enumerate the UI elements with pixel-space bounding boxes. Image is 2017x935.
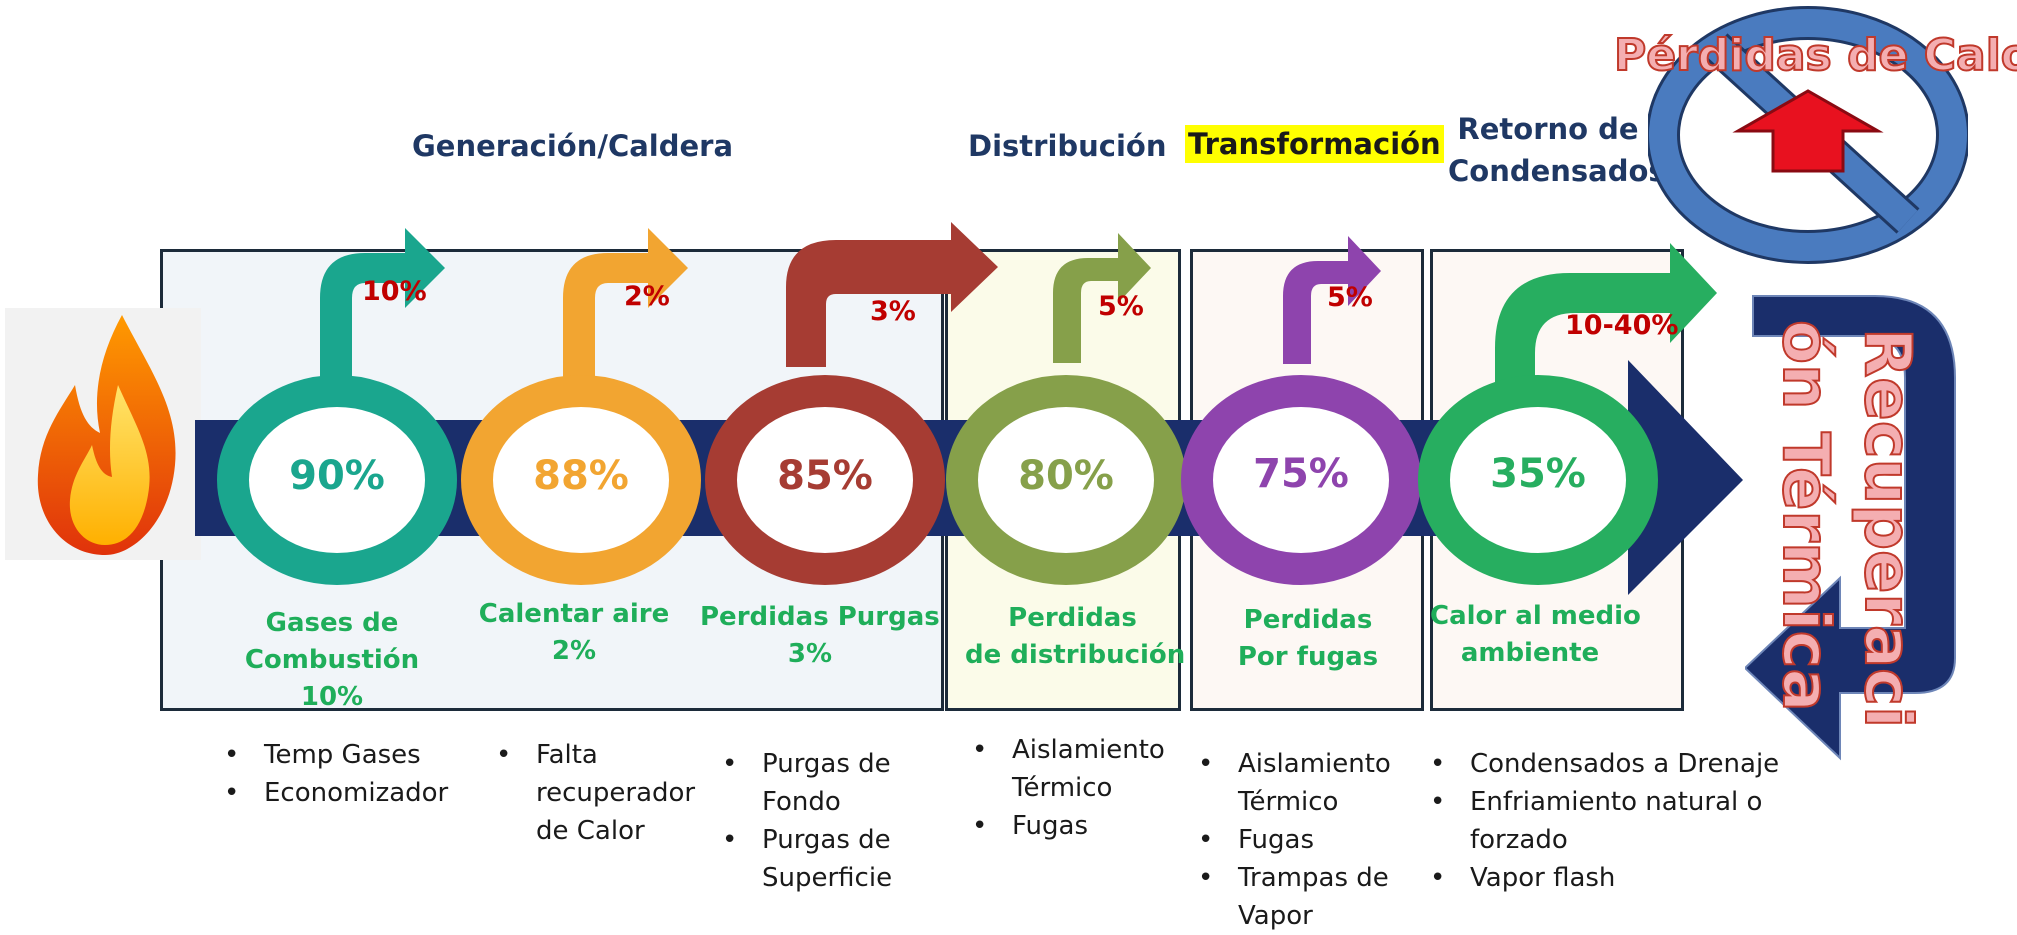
stage-caption-1: Gases de Combustión 10% [232, 605, 432, 716]
list-item: Condensados a Drenaje [1430, 745, 1825, 783]
stage-value-1: 90% [289, 453, 385, 499]
stage-caption-2-line-1: Calentar aire [478, 599, 670, 629]
stage-caption-3-line-2: 3% [787, 639, 833, 669]
stage-bullets-1: Temp Gases Economizador [218, 736, 474, 812]
stage-bullets-6: Condensados a Drenaje Enfriamiento natur… [1424, 745, 1825, 897]
section-title-retorno: Retorno de Condensados [1448, 108, 1666, 192]
stage-caption-2: Calentar aire 2% [474, 596, 674, 670]
list-item: Aislamiento Térmico [1198, 745, 1448, 821]
loss-arrow-6 [1495, 243, 1717, 393]
stage-caption-5-line-1: Perdidas [1243, 605, 1373, 635]
stage-caption-1-line-1: Gases de [265, 608, 399, 638]
stage-caption-4: Perdidas de distribución [965, 600, 1186, 674]
list-item: Fugas [1198, 821, 1448, 859]
stage-caption-6-line-1: Calor al medio [1430, 601, 1641, 631]
stage-caption-2-line-2: 2% [551, 636, 597, 666]
list-item: Purgas de Superficie [722, 821, 947, 897]
stage-caption-1-line-3: 10% [300, 682, 364, 712]
stage-ring-6 [1418, 375, 1658, 585]
stage-caption-4-line-1: Perdidas [1008, 603, 1137, 633]
stage-value-4: 80% [1018, 453, 1114, 499]
loss-pct-2: 2% [624, 281, 670, 312]
stage-ring-4 [946, 375, 1186, 585]
loss-pct-3: 3% [870, 296, 916, 327]
loss-arrow-3 [786, 222, 998, 367]
stage-bullets-5: Aislamiento Térmico Fugas Trampas de Vap… [1192, 745, 1448, 935]
badge-title: Pérdidas de Calor [1613, 29, 2017, 82]
loss-pct-4: 5% [1098, 291, 1144, 322]
list-item: Enfriamiento natural o forzado [1430, 783, 1825, 859]
stage-caption-6-line-2: ambiente [1460, 638, 1600, 668]
loss-arrow-5 [1283, 236, 1381, 364]
stage-ring-5 [1181, 375, 1421, 585]
loss-arrow-1 [320, 228, 445, 378]
stage-value-6: 35% [1490, 451, 1586, 497]
loss-pct-5: 5% [1327, 282, 1373, 313]
recovery-arrow [1745, 295, 1956, 761]
recovery-line-2: ón Térmica [1767, 319, 1843, 713]
stage-value-3: 85% [777, 453, 873, 499]
stage-caption-1-line-2: Combustión [244, 645, 420, 675]
stage-caption-3: Perdidas Purgas 3% [700, 599, 940, 673]
section-title-distribucion: Distribución [968, 129, 1167, 163]
list-item: Aislamiento Térmico [972, 731, 1222, 807]
section-title-retorno-line-2: Condensados [1448, 154, 1666, 188]
list-item: Purgas de Fondo [722, 745, 947, 821]
stage-value-2: 88% [533, 453, 629, 499]
list-item: Fugas [972, 807, 1222, 845]
no-heat-loss-icon [1648, 6, 1968, 264]
section-title-retorno-line-1: Retorno de [1457, 112, 1639, 146]
section-title-transformacion: Transformación [1185, 125, 1444, 163]
stage-ring-3 [705, 375, 945, 585]
list-item: Economizador [224, 774, 474, 812]
loss-arrow-2 [563, 228, 688, 378]
stage-caption-5-line-2: Por fugas [1237, 642, 1379, 672]
loss-pct-1: 10% [362, 276, 427, 307]
stage-caption-6: Calor al medio ambiente [1430, 598, 1641, 672]
list-item: Vapor flash [1430, 859, 1825, 897]
stage-caption-5: Perdidas Por fugas [1218, 602, 1398, 676]
stage-ring-2 [461, 375, 701, 585]
stage-caption-4-line-2: de distribución [965, 640, 1186, 670]
stage-value-5: 75% [1253, 451, 1349, 497]
list-item: Temp Gases [224, 736, 474, 774]
recovery-line-1: Recuperaci [1849, 327, 1925, 729]
loss-pct-6: 10-40% [1565, 310, 1679, 341]
list-item: Falta recuperador de Calor [496, 736, 711, 850]
stage-caption-3-line-1: Perdidas Purgas [700, 602, 940, 632]
stage-bullets-4: Aislamiento Térmico Fugas [966, 731, 1222, 845]
flame-icon [37, 315, 176, 555]
loss-arrow-4 [1053, 233, 1151, 363]
list-item: Trampas de Vapor [1198, 859, 1448, 935]
stage-bullets-3: Purgas de Fondo Purgas de Superficie [716, 745, 947, 897]
stage-ring-1 [217, 375, 457, 585]
section-title-generacion: Generación/Caldera [412, 129, 734, 163]
stage-bullets-2: Falta recuperador de Calor [490, 736, 711, 850]
